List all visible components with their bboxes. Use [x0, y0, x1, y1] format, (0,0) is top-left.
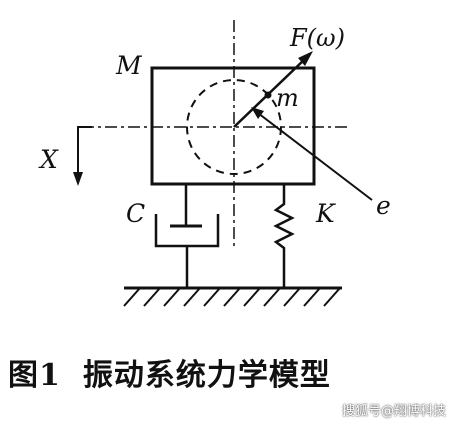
label-mass: M [115, 51, 143, 80]
displacement-arrow-line [77, 126, 92, 180]
label-eccentric-mass: m [276, 84, 299, 112]
eccentricity-line [253, 109, 373, 201]
watermark: 搜狐号@翔博科技 [341, 404, 446, 419]
figure-number: 图1 [8, 358, 61, 393]
label-force: F(ω) [289, 24, 345, 52]
spring-k [273, 184, 295, 288]
label-damping: C [126, 199, 145, 228]
mass-block [150, 66, 316, 186]
figure-title: 振动系统力学模型 [82, 358, 331, 393]
displacement-arrowhead [73, 172, 83, 186]
eccentric-mass-dot [264, 91, 272, 99]
label-displacement: X [38, 145, 59, 174]
label-stiffness: K [315, 199, 336, 228]
eccentricity-arrowhead [251, 107, 264, 119]
ground-hatching [123, 287, 341, 307]
force-arrowhead [298, 51, 313, 66]
figure-caption: 图1 振动系统力学模型 [8, 350, 331, 394]
label-eccentricity: e [376, 191, 391, 220]
